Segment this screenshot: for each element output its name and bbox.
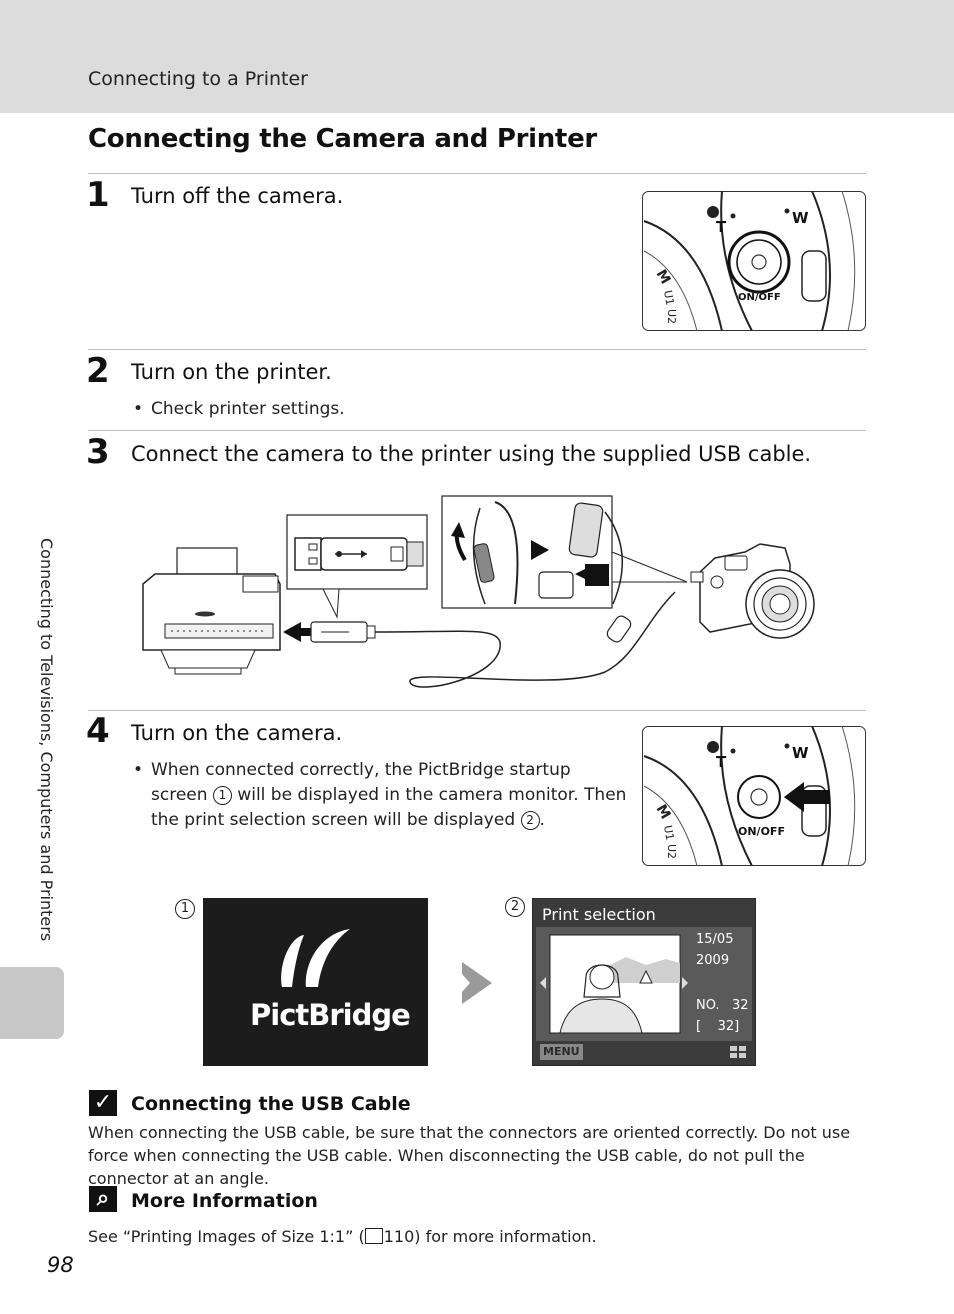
svg-text:M: M	[653, 267, 674, 287]
print-selection-title: Print selection	[542, 905, 656, 924]
note-usb-cable-title: Connecting the USB Cable	[131, 1093, 411, 1115]
step-2-number: 2	[86, 351, 110, 391]
note-more-info-body: See “Printing Images of Size 1:1” (110) …	[88, 1227, 597, 1246]
step-4-number: 4	[86, 711, 110, 751]
print-number: NO. 32	[696, 998, 749, 1013]
step-1-number: 1	[86, 175, 110, 215]
step-2-text: Turn on the printer.	[131, 360, 332, 384]
page-number: 98	[47, 1253, 74, 1277]
print-count: [ 32]	[696, 1019, 740, 1034]
svg-text:U1: U1	[661, 289, 676, 306]
check-mark-icon: ✓	[89, 1090, 117, 1116]
page-title: Connecting the Camera and Printer	[88, 124, 597, 154]
note-usb-cable-body: When connecting the USB cable, be sure t…	[88, 1123, 851, 1188]
svg-text:T: T	[716, 753, 727, 771]
svg-text:U1: U1	[661, 824, 676, 841]
step-4-bullet: When connected correctly, the PictBridge…	[151, 760, 627, 830]
step-3-text: Connect the camera to the printer using …	[131, 442, 812, 466]
power-label: ON/OFF	[738, 292, 781, 303]
print-selection-preview	[536, 927, 752, 1041]
camera-illustration	[690, 543, 815, 639]
thumbnail-icon	[730, 1046, 746, 1058]
next-arrow-icon	[462, 962, 492, 1004]
print-date: 15/05	[696, 932, 734, 947]
book-reference-icon	[364, 1228, 383, 1244]
step-4-text: Turn on the camera.	[131, 721, 343, 745]
svg-text:U2: U2	[665, 309, 678, 324]
divider	[88, 173, 866, 174]
callout-1: 1	[175, 899, 195, 919]
camera-on-illustration: M U1 U2 T W ON/OFF	[642, 726, 866, 866]
menu-icon: MENU	[540, 1044, 583, 1060]
bullet-marker: •	[133, 760, 144, 780]
camera-off-illustration: M U1 U2 T W ON/OFF	[642, 191, 866, 331]
svg-text:W: W	[792, 744, 809, 762]
bullet-marker: •	[133, 399, 144, 419]
wide-label: W	[792, 209, 809, 227]
section-label: Connecting to a Printer	[88, 68, 308, 90]
svg-text:U2: U2	[665, 844, 678, 859]
divider	[88, 430, 866, 431]
tele-label: T	[716, 218, 727, 236]
svg-text:M: M	[653, 802, 674, 822]
svg-text:ON/OFF: ON/OFF	[738, 825, 785, 838]
note-more-info-title: More Information	[131, 1190, 318, 1212]
step-3-number: 3	[86, 432, 110, 472]
printer-illustration	[142, 547, 281, 675]
print-year: 2009	[696, 953, 730, 968]
chapter-tab	[0, 967, 64, 1039]
step-1-text: Turn off the camera.	[131, 184, 344, 208]
magnifier-icon: ⌕	[89, 1186, 117, 1212]
usb-connection-illustration	[142, 495, 815, 688]
header-bar	[0, 0, 954, 113]
chapter-side-label: Connecting to Televisions, Computers and…	[37, 538, 56, 942]
pictbridge-logo-icon	[281, 929, 350, 987]
divider	[88, 349, 866, 350]
callout-2: 2	[505, 897, 525, 917]
divider	[88, 710, 866, 711]
pictbridge-logo-text: PictBridge	[250, 998, 411, 1032]
step-2-bullet: Check printer settings.	[151, 399, 345, 419]
